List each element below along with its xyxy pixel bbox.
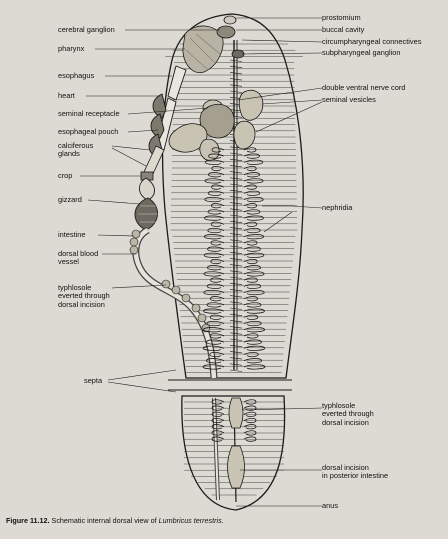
label-prostomium: prostomium: [322, 13, 361, 22]
label-subpharyngeal-ganglion: subpharyngeal ganglion: [322, 48, 401, 57]
label-esophagus: esophagus: [58, 71, 95, 80]
label-dorsal-blood-vessel: dorsal blood vessel: [58, 249, 99, 267]
septa-lines: [168, 379, 292, 391]
label-septa: septa: [84, 376, 103, 385]
ventral-nerve-cord: [233, 40, 238, 503]
leader-lines-left: [80, 29, 220, 393]
seminal-organs: [168, 89, 264, 161]
label-esophageal-pouch: esophageal pouch: [58, 127, 119, 136]
pharynx-region: [182, 15, 245, 74]
label-seminal-receptacle: seminal receptacle: [58, 109, 120, 118]
calciferous-glands: [140, 145, 165, 181]
leader-lines-right: [236, 17, 323, 507]
label-intestine: intestine: [58, 230, 86, 239]
label-pharynx: pharynx: [58, 44, 85, 53]
caption-species: Lumbricus terrestris.: [158, 516, 224, 525]
label-double-ventral-nerve-cord: double ventral nerve cord: [322, 83, 406, 92]
label-dorsal-incision: dorsal incision in posterior intestine: [322, 463, 389, 481]
label-seminal-vesicles: seminal vesicles: [322, 95, 376, 104]
label-buccal-cavity: buccal cavity: [322, 25, 365, 34]
worm-body-lower: [181, 395, 286, 511]
label-typhlosole-upper: typhlosole everted through dorsal incisi…: [58, 283, 110, 309]
figure-caption: Figure 11.12. Schematic internal dorsal …: [6, 516, 224, 525]
crop-gizzard: [134, 177, 158, 231]
caption-text: Schematic internal dorsal view of: [51, 516, 157, 525]
label-anus: anus: [322, 501, 339, 510]
label-cerebral-ganglion: cerebral ganglion: [58, 25, 115, 34]
typhlosole-upper: [129, 229, 211, 333]
label-heart: heart: [58, 91, 75, 100]
typhlosole-lower: [227, 397, 245, 489]
caption-figure-number: Figure 11.12.: [6, 516, 50, 525]
label-crop: crop: [58, 171, 73, 180]
worm-body-upper: [161, 13, 304, 379]
label-typhlosole-lower: typhlosole everted through dorsal incisi…: [322, 401, 374, 427]
label-circumpharyngeal-connectives: circumpharyngeal connectives: [322, 37, 422, 46]
label-nephridia: nephridia: [322, 203, 353, 212]
label-gizzard: gizzard: [58, 195, 82, 204]
label-calciferous-glands: calciferous glands: [58, 141, 94, 159]
nephridia-loops: [202, 147, 266, 442]
